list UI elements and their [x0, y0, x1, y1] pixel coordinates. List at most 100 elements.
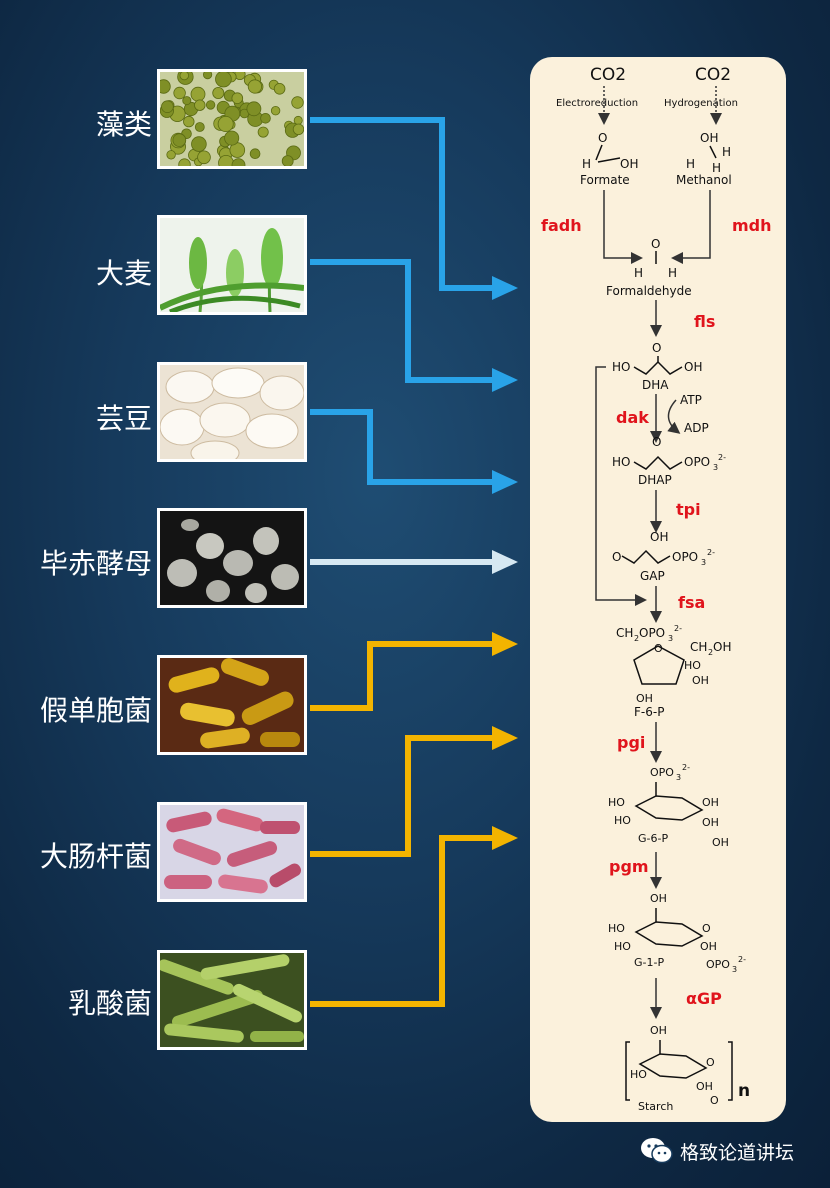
wechat-icon [641, 1138, 673, 1164]
organism-label-pseudomonas: 假单胞菌 [39, 694, 152, 727]
svg-text:OH: OH [713, 640, 731, 654]
enzyme-fls-label: fls [694, 312, 715, 331]
formate-structure: O H OH [582, 131, 638, 171]
connector-arrow-6 [310, 735, 496, 857]
svg-text:CH: CH [616, 626, 633, 640]
svg-text:HO: HO [614, 814, 631, 827]
connector-arrow-2 [310, 259, 496, 383]
svg-text:HO: HO [608, 796, 625, 809]
enzyme-fsa-label: fsa [678, 593, 705, 612]
starch-structure: OH HO O OH O [625, 1024, 733, 1107]
f6p-label: F-6-P [634, 705, 664, 719]
svg-text:HO: HO [684, 659, 701, 672]
g6p-label: G-6-P [638, 832, 668, 845]
formaldehyde-label: Formaldehyde [606, 284, 692, 298]
connector-arrowhead-1 [492, 276, 518, 300]
svg-text:H: H [634, 266, 643, 280]
organism-label-kidney-bean: 芸豆 [95, 402, 152, 435]
algae-image [157, 69, 307, 169]
svg-text:OPO: OPO [684, 455, 710, 469]
co2-left-label: CO2 [590, 65, 626, 85]
dhap-structure: O HO OPO 3 2- [612, 435, 726, 472]
svg-text:2-: 2- [682, 763, 690, 772]
svg-text:OH: OH [702, 796, 719, 809]
svg-text:OPO: OPO [639, 626, 665, 640]
organism-label-lactobacillus: 乳酸菌 [67, 987, 152, 1020]
g6p-structure: OPO 3 2- HO HO OH OH OH [608, 763, 729, 849]
svg-text:OH: OH [692, 674, 709, 687]
co2-right-label: CO2 [695, 65, 731, 85]
organism-label-barley: 大麦 [95, 257, 152, 290]
enzyme-agp-label: αGP [686, 989, 722, 1008]
connector-arrow-3 [310, 409, 496, 485]
enzyme-tpi-label: tpi [676, 500, 701, 519]
svg-text:2-: 2- [674, 624, 682, 633]
methanol-to-formaldehyde-arrow [671, 190, 711, 264]
svg-text:H: H [722, 145, 731, 159]
dha-label: DHA [642, 378, 669, 392]
dha-to-fsa-bypass-arrow [595, 366, 647, 606]
svg-text:OH: OH [700, 131, 718, 145]
connector-arrow-1 [310, 117, 496, 291]
svg-text:O: O [710, 1094, 719, 1107]
methanol-structure: OH H H H [686, 131, 731, 175]
svg-text:OH: OH [620, 157, 638, 171]
svg-text:2-: 2- [718, 453, 726, 462]
connector-arrowhead-4 [492, 550, 518, 574]
starch-label: Starch [638, 1100, 673, 1113]
svg-text:HO: HO [612, 455, 630, 469]
svg-text:O: O [706, 1056, 715, 1069]
svg-text:H: H [712, 161, 721, 175]
adp-label: ADP [684, 421, 709, 435]
svg-text:H: H [668, 266, 677, 280]
svg-text:O: O [612, 550, 621, 564]
electroreduction-label: Electroreduction [556, 98, 638, 109]
dha-structure: O HO OH [612, 341, 702, 375]
svg-text:2-: 2- [707, 548, 715, 557]
svg-text:2-: 2- [738, 955, 746, 964]
watermark-text: 格致论道讲坛 [680, 1142, 795, 1164]
svg-text:OH: OH [650, 1024, 667, 1037]
hydrogenation-label: Hydrogenation [664, 98, 738, 109]
svg-text:HO: HO [614, 940, 631, 953]
svg-text:CH: CH [690, 640, 707, 654]
f6p-structure: CH 2 OPO 3 2- CH 2 OH O HO OH OH [616, 624, 731, 705]
gap-label: GAP [640, 569, 665, 583]
connector-arrowhead-6 [492, 726, 518, 750]
atp-label: ATP [680, 393, 702, 407]
svg-text:OH: OH [702, 816, 719, 829]
svg-text:OH: OH [696, 1080, 713, 1093]
svg-text:HO: HO [608, 922, 625, 935]
enzyme-pgi-label: pgi [617, 733, 645, 752]
svg-text:HO: HO [630, 1068, 647, 1081]
polymer-n-label: n [738, 1081, 750, 1101]
enzyme-fadh-label: fadh [541, 216, 582, 235]
barley-image [157, 215, 307, 315]
svg-text:OH: OH [684, 360, 702, 374]
organism-label-pichia: 毕赤酵母 [39, 547, 152, 580]
gap-structure: OH O OPO 3 2- [612, 530, 715, 567]
formaldehyde-structure: O H H [634, 237, 677, 280]
lactobacillus-image [157, 950, 307, 1050]
enzyme-dak-label: dak [616, 408, 649, 427]
svg-text:OH: OH [636, 692, 653, 705]
svg-text:O: O [652, 341, 661, 355]
g1p-structure: OH HO HO O OH OPO 3 2- [608, 892, 746, 974]
formate-label: Formate [580, 173, 630, 187]
connector-arrowhead-5 [492, 632, 518, 656]
svg-text:3: 3 [713, 463, 718, 472]
svg-text:O: O [652, 435, 661, 449]
ecoli-image [157, 802, 307, 902]
g1p-label: G-1-P [634, 956, 664, 969]
methanol-label: Methanol [676, 173, 732, 187]
svg-text:O: O [702, 922, 711, 935]
svg-text:OPO: OPO [706, 958, 730, 971]
svg-text:O: O [651, 237, 660, 251]
svg-text:OH: OH [712, 836, 729, 849]
svg-text:2: 2 [708, 648, 713, 657]
svg-text:O: O [654, 642, 663, 655]
svg-text:3: 3 [668, 634, 673, 643]
svg-text:2: 2 [634, 634, 639, 643]
